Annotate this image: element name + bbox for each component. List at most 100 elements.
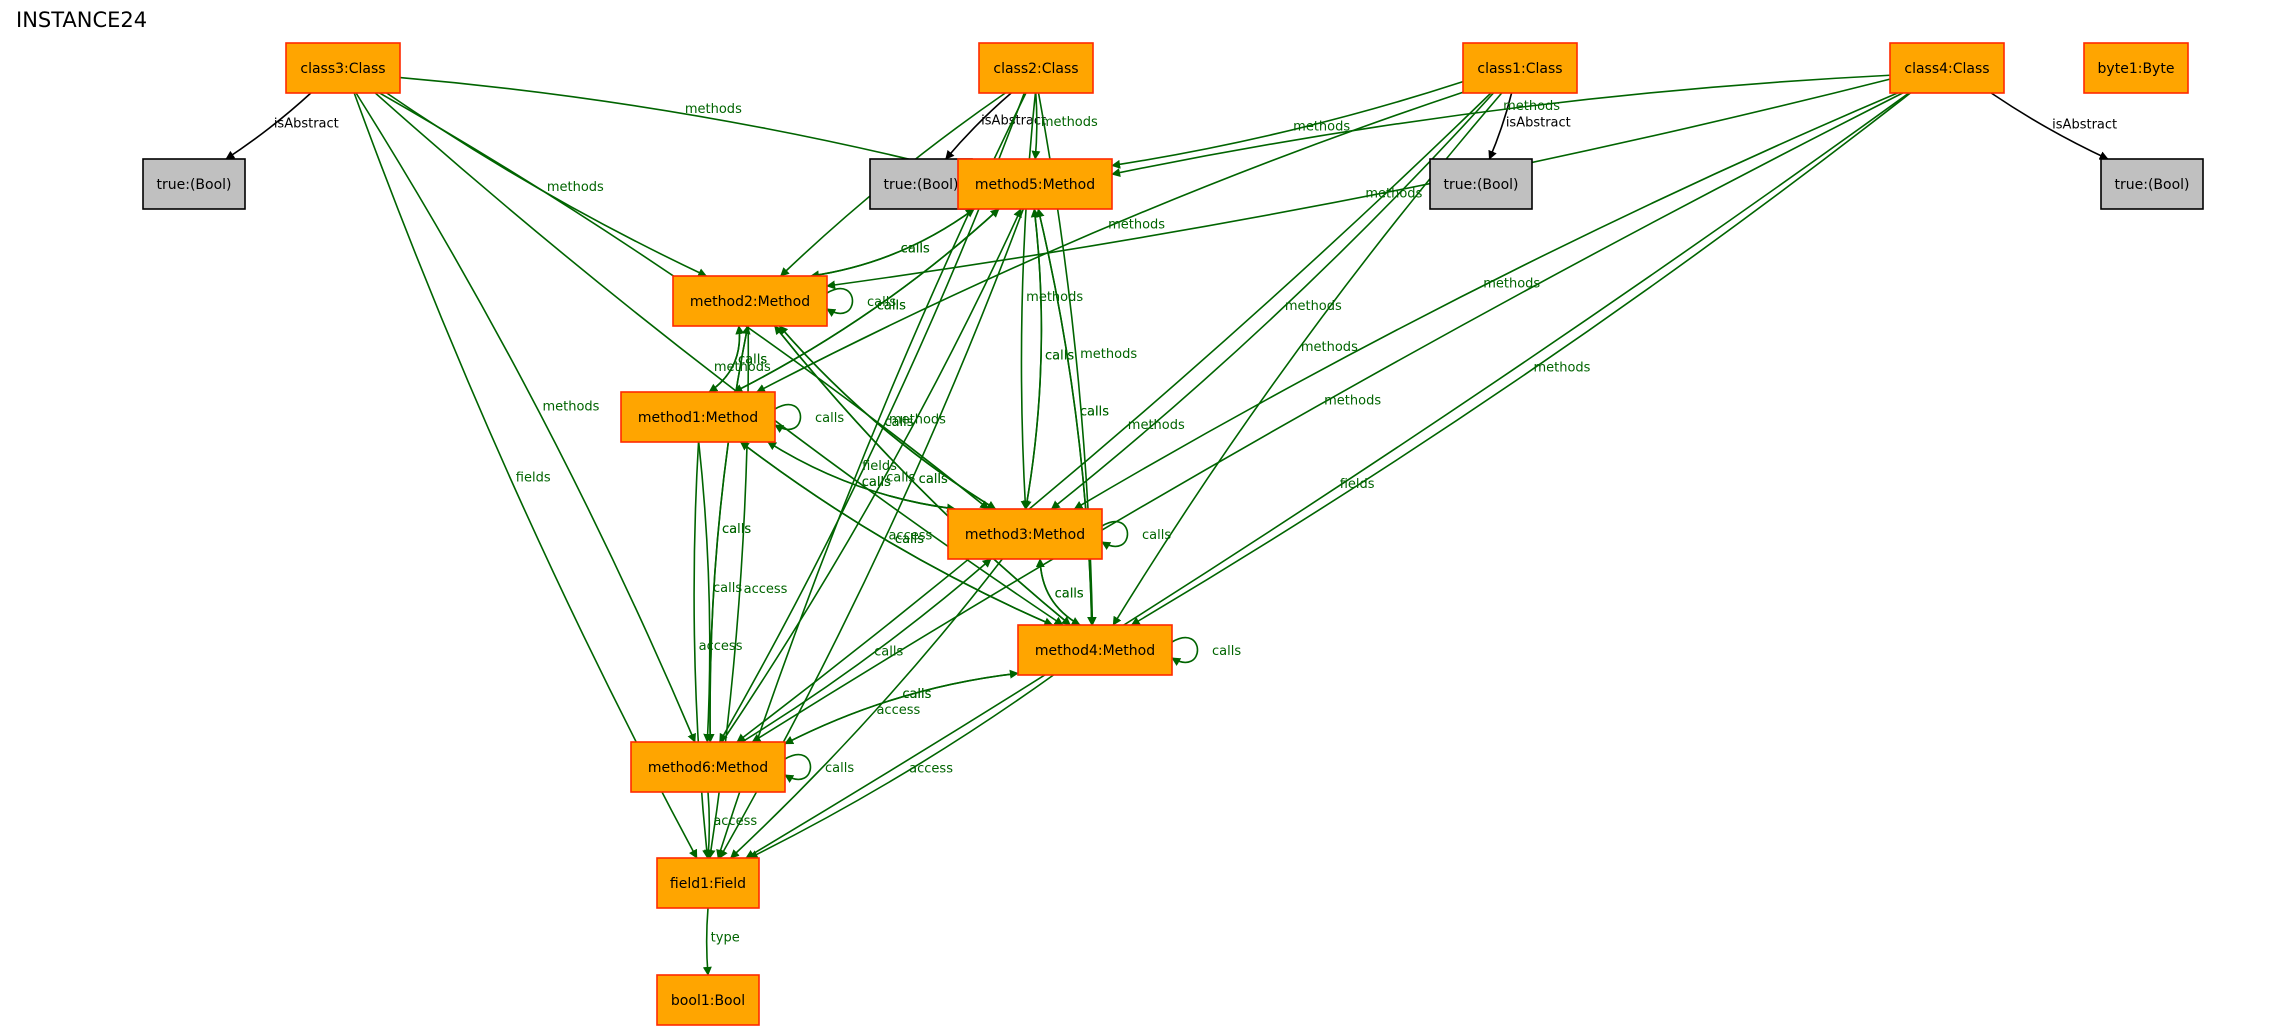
edge-label: isAbstract [274, 117, 339, 132]
node-true4[interactable]: true:(Bool) [2100, 158, 2204, 210]
edge-label: methods [1108, 217, 1165, 232]
edge-label: methods [1128, 418, 1185, 433]
edge-label: calls [1080, 405, 1109, 420]
node-box [656, 857, 760, 909]
edge-label: calls [867, 295, 896, 310]
edge-label: methods [1365, 186, 1422, 201]
edge-line [721, 208, 1022, 743]
node-method4[interactable]: method4:Method [1017, 624, 1173, 676]
edge-line [399, 76, 959, 174]
edge-label: calls [738, 352, 767, 367]
node-box [620, 391, 776, 443]
edge-label: calls [895, 532, 924, 547]
edge-method4-method1: calls [739, 441, 1053, 626]
node-class3[interactable]: class3:Class [285, 42, 401, 94]
edge-method4-method4: calls [1171, 636, 1241, 666]
edge-label: calls [1142, 528, 1171, 543]
node-class1[interactable]: class1:Class [1462, 42, 1578, 94]
edge-method1-method5: calls [733, 208, 1000, 393]
edge-method2-method5: calls [810, 208, 975, 277]
edge-line [784, 753, 812, 783]
edge-line [778, 325, 996, 510]
edge-label: calls [722, 522, 751, 537]
edge-method6-method5: calls [721, 208, 1022, 743]
node-box [630, 741, 786, 793]
edge-class4-method4: methods [1130, 92, 1911, 626]
node-method6[interactable]: method6:Method [630, 741, 786, 793]
node-box [672, 275, 828, 327]
edge-label: calls [825, 761, 854, 776]
edge-method3-method1: calls [767, 441, 956, 510]
edge-line [1111, 74, 1891, 177]
edge-label: access [909, 762, 953, 777]
edge-line [751, 92, 1904, 743]
node-label: true:(Bool) [157, 177, 232, 193]
node-label: method2:Method [690, 294, 810, 310]
edge-class1-method5: methods [1111, 80, 1464, 169]
edge-method4-method3: calls [1035, 558, 1084, 626]
node-bool1[interactable]: bool1:Bool [656, 974, 760, 1026]
edge-label: methods [547, 180, 604, 195]
node-method1[interactable]: method1:Method [620, 391, 776, 443]
node-box [656, 974, 760, 1026]
node-box [957, 158, 1113, 210]
node-field1[interactable]: field1:Field [656, 857, 760, 909]
node-label: method5:Method [975, 177, 1095, 193]
edge-class4-true4: isAbstract [1990, 92, 2117, 160]
node-label: bool1:Bool [671, 993, 745, 1009]
edge-label: calls [886, 470, 915, 485]
edge-label: access [744, 582, 788, 597]
edge-label: calls [884, 415, 913, 430]
edge-line [697, 441, 713, 743]
edge-label: methods [542, 400, 599, 415]
nodes-layer: class3:Class class2:Class class1:Class clas… [142, 42, 2204, 1026]
node-method5[interactable]: method5:Method [957, 158, 1113, 210]
edge-label: isAbstract [1506, 115, 1571, 130]
node-box [869, 158, 973, 210]
node-box [1462, 42, 1578, 94]
edge-method3-method2: calls [778, 325, 996, 510]
node-box [947, 508, 1103, 560]
edge-label: methods [1041, 115, 1098, 130]
edge-label: calls [902, 687, 931, 702]
edge-line [709, 325, 751, 743]
edge-line [1073, 92, 1898, 510]
edge-line [748, 674, 1054, 859]
node-true1[interactable]: true:(Bool) [1429, 158, 1533, 210]
edge-label: methods [1080, 347, 1137, 362]
edge-line [767, 441, 956, 510]
edge-label: type [711, 931, 740, 946]
edge-label: calls [874, 644, 903, 659]
node-true3[interactable]: true:(Bool) [142, 158, 246, 210]
edge-label: methods [1026, 290, 1083, 305]
edge-class4-method2: methods [826, 78, 1891, 290]
node-class2[interactable]: class2:Class [978, 42, 1094, 94]
node-class4[interactable]: class4:Class [1889, 42, 2005, 94]
node-method3[interactable]: method3:Method [947, 508, 1103, 560]
edge-method4-field1: access [748, 674, 1054, 859]
edge-line [708, 325, 745, 393]
edge-method6-method3: calls [741, 558, 992, 743]
edge-line [730, 558, 1003, 859]
node-label: byte1:Byte [2098, 61, 2175, 77]
edge-class4-method6: methods [751, 92, 1904, 743]
edge-line [745, 92, 1910, 859]
node-label: class1:Class [1477, 61, 1562, 77]
node-label: true:(Bool) [884, 177, 959, 193]
node-true2[interactable]: true:(Bool) [869, 158, 973, 210]
edge-label: fields [516, 471, 551, 486]
node-label: class3:Class [300, 61, 385, 77]
edge-class2-method3: methods [1020, 92, 1083, 510]
edge-label: methods [1324, 393, 1381, 408]
edge-method6-method6: calls [784, 753, 854, 783]
edge-label: calls [713, 581, 742, 596]
edge-method4-method2: calls [774, 325, 1071, 626]
edge-label: access [699, 639, 743, 654]
edge-class3-method6: methods [355, 92, 696, 743]
node-byte1[interactable]: byte1:Byte [2083, 42, 2189, 94]
node-method2[interactable]: method2:Method [672, 275, 828, 327]
edge-label: calls [884, 415, 913, 430]
edge-line [1050, 92, 1495, 510]
edge-line [1031, 92, 1041, 160]
